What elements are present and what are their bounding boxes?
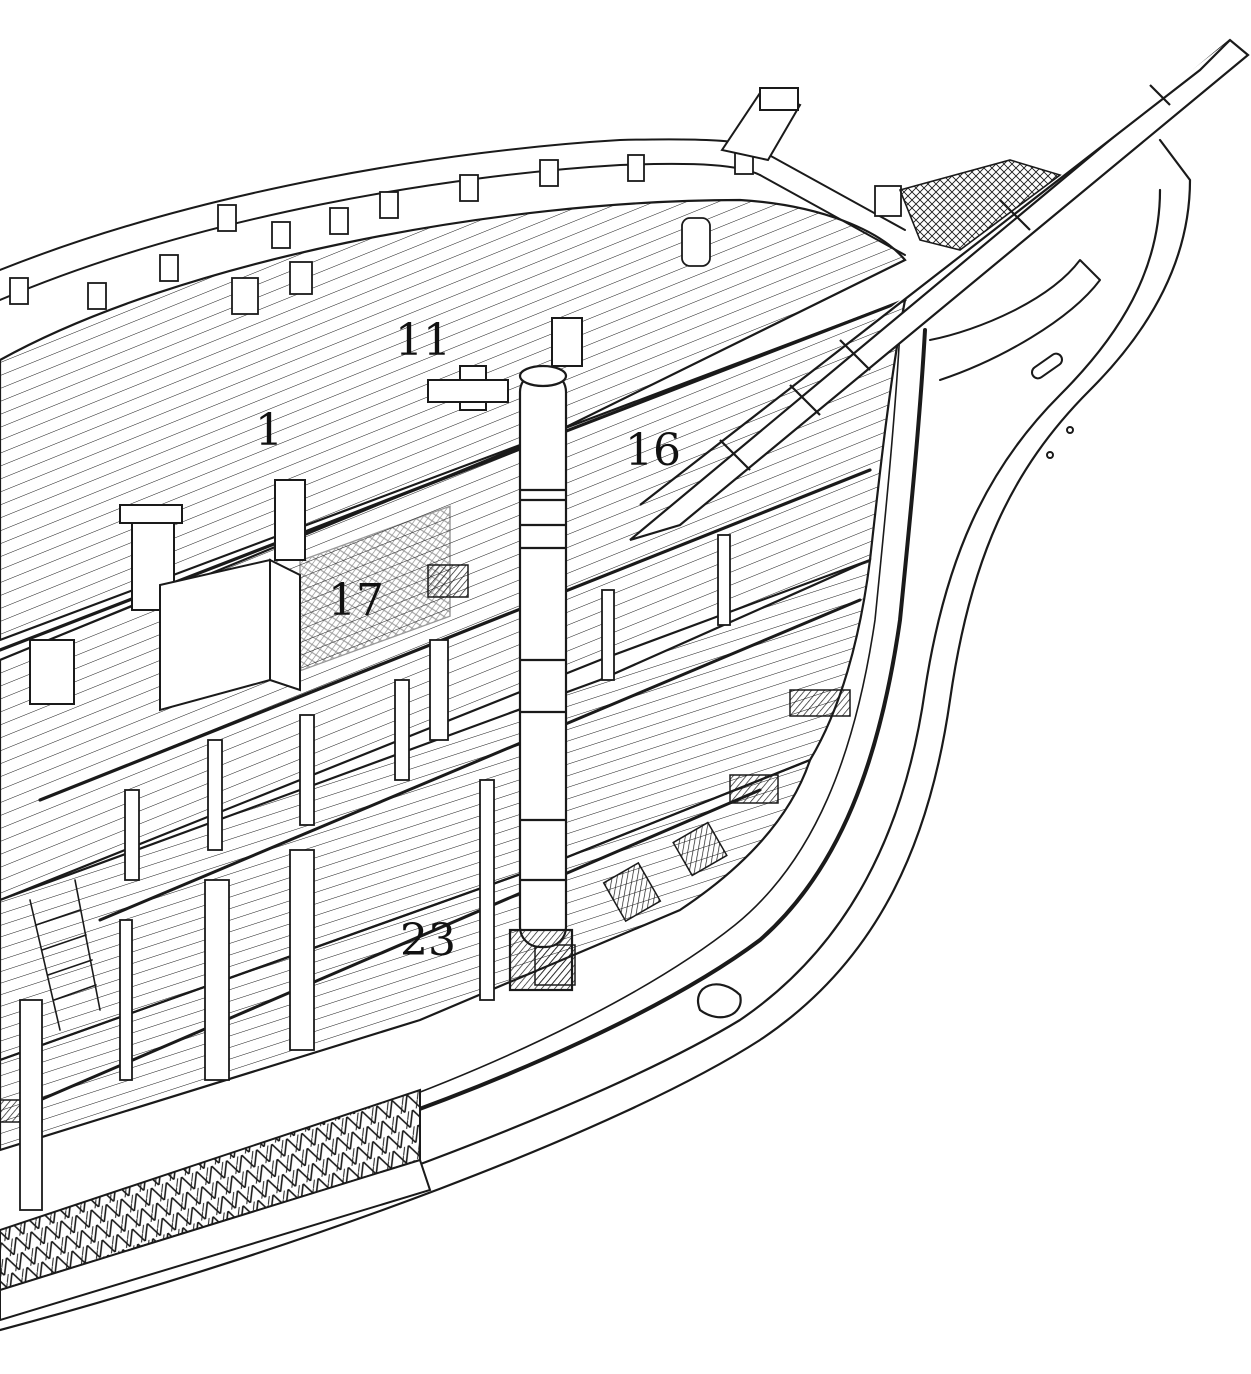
hold [0,758,812,1152]
callout-17: 17 [328,575,384,626]
foremast [508,364,574,992]
callout-16: 16 [625,425,681,476]
bulwark-stanchions [9,149,902,315]
bowsprit [629,38,1250,542]
keel-lower-strake [0,1158,432,1322]
knee-of-head [929,259,1101,459]
callout-11: 11 [395,315,451,366]
galley-stove [159,558,301,712]
callout-23: 23 [400,915,456,966]
cathead [720,87,802,162]
outer-hull [0,138,1192,1332]
callout-labels: 11 1 16 17 23 [255,315,681,966]
callout-1: 1 [255,405,283,456]
ladder [29,879,101,1031]
hawse-ring [697,983,742,1019]
head-netting [898,159,1062,251]
riding-bitts [29,317,583,705]
deck-stanchions [19,534,731,1211]
brick-hearth [299,505,451,672]
